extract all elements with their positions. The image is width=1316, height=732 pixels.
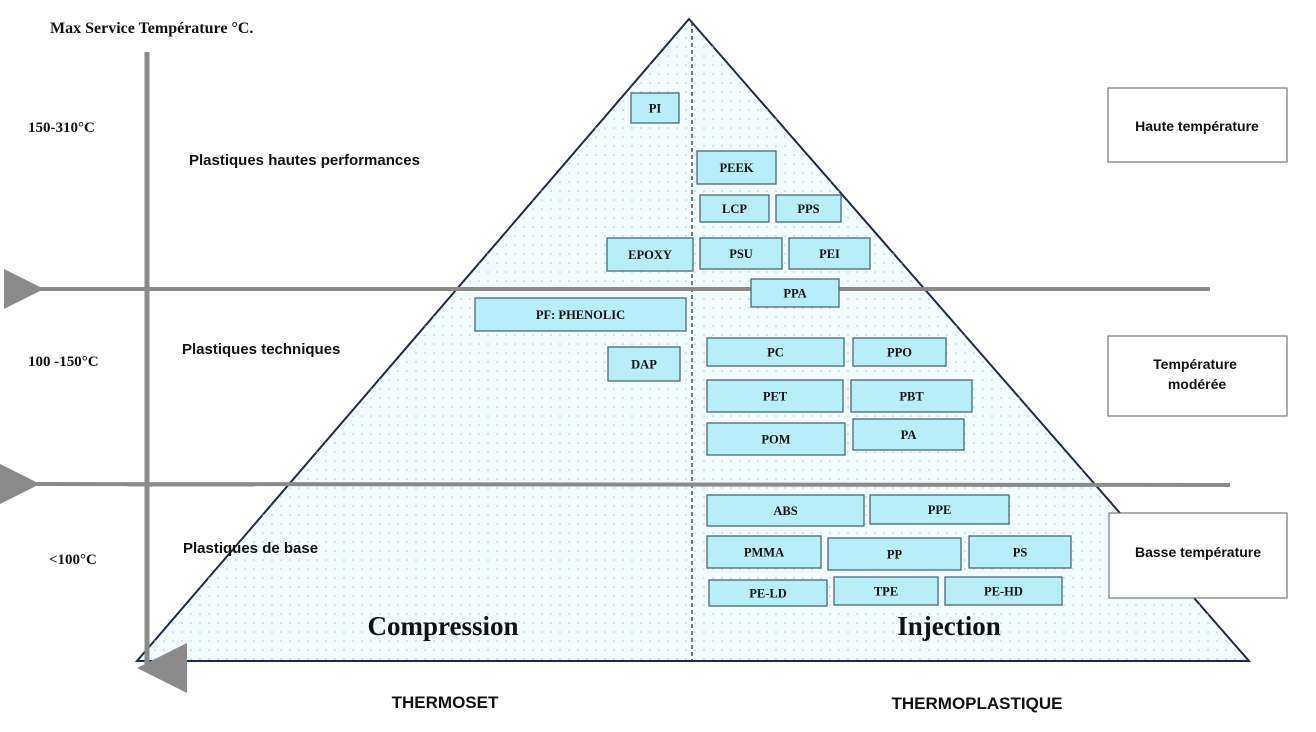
material-box-rect — [706, 379, 844, 413]
material-box-rect — [775, 194, 842, 223]
material-box-psu: PSU — [699, 237, 783, 270]
material-box-rect — [827, 537, 962, 571]
material-box-pe-ld: PE-LD — [708, 579, 828, 607]
material-box-abs: ABS — [706, 494, 865, 527]
zone-moderate-line2: modérée — [1168, 376, 1227, 392]
category-technical: Plastiques techniques — [182, 341, 340, 358]
material-box-pbt: PBT — [850, 379, 973, 413]
material-box-rect — [699, 237, 783, 270]
material-box-rect — [706, 494, 865, 527]
zone-low-label: Basse température — [1135, 544, 1261, 560]
zone-moderate-line1: Température — [1153, 356, 1237, 372]
category-base: Plastiques de base — [183, 540, 318, 557]
material-box-pf-phenolic: PF: PHENOLIC — [474, 297, 687, 332]
material-box-rect — [944, 576, 1063, 606]
material-box-rect — [750, 278, 840, 308]
material-box-ppa: PPA — [750, 278, 840, 308]
material-box-rect — [852, 418, 965, 451]
material-label: ABS — [773, 504, 797, 518]
material-label: PEI — [819, 247, 840, 261]
material-box-rect — [833, 576, 939, 606]
material-box-rect — [696, 150, 777, 185]
material-box-epoxy: EPOXY — [606, 237, 694, 272]
material-label: TPE — [874, 585, 898, 599]
temp-level-low: <100°C — [49, 552, 97, 568]
material-box-rect — [607, 346, 681, 382]
separator-moderate-low — [0, 463, 1231, 504]
material-box-pmma: PMMA — [706, 535, 822, 569]
zone-moderate: Température modérée — [1107, 335, 1288, 417]
material-box-pc: PC — [706, 337, 845, 367]
material-box-rect — [699, 194, 770, 223]
zone-high-label: Haute température — [1135, 118, 1259, 134]
material-box-tpe: TPE — [833, 576, 939, 606]
material-box-peek: PEEK — [696, 150, 777, 185]
material-label: EPOXY — [628, 248, 672, 262]
material-label: PI — [649, 102, 662, 116]
material-label: PC — [767, 346, 784, 360]
material-box-rect — [706, 337, 845, 367]
family-thermoplastic: THERMOPLASTIQUE — [892, 694, 1063, 713]
material-box-rect — [606, 237, 694, 272]
material-box-pet: PET — [706, 379, 844, 413]
material-box-ps: PS — [968, 535, 1072, 569]
material-box-rect — [474, 297, 687, 332]
material-label: PPS — [797, 202, 819, 216]
material-label: PPO — [887, 346, 912, 360]
temp-level-moderate: 100 -150°C — [28, 354, 99, 370]
material-label: DAP — [631, 358, 657, 372]
material-box-rect — [630, 92, 680, 124]
material-box-pp: PP — [827, 537, 962, 571]
material-box-rect — [708, 579, 828, 607]
material-label: PA — [901, 428, 917, 442]
material-label: LCP — [722, 202, 747, 216]
material-box-pi: PI — [630, 92, 680, 124]
zone-moderate-label: Température modérée — [1153, 356, 1241, 392]
material-label: PF: PHENOLIC — [536, 308, 625, 322]
material-label: PMMA — [744, 546, 784, 560]
material-box-pa: PA — [852, 418, 965, 451]
material-box-pe-hd: PE-HD — [944, 576, 1063, 606]
material-box-rect — [706, 535, 822, 569]
material-box-rect — [788, 237, 871, 270]
material-box-pps: PPS — [775, 194, 842, 223]
material-box-rect — [968, 535, 1072, 569]
material-box-lcp: LCP — [699, 194, 770, 223]
material-box-dap: DAP — [607, 346, 681, 382]
material-label: POM — [761, 433, 790, 447]
material-label: PE-HD — [984, 585, 1023, 599]
material-box-ppo: PPO — [852, 337, 947, 367]
material-box-rect — [852, 337, 947, 367]
material-box-pei: PEI — [788, 237, 871, 270]
process-compression: Compression — [367, 611, 518, 641]
material-box-rect — [706, 422, 846, 456]
pyramid-dot-texture — [137, 19, 1249, 661]
category-high-performance: Plastiques hautes performances — [189, 152, 420, 169]
material-label: PBT — [899, 390, 924, 404]
material-label: PS — [1013, 546, 1028, 560]
process-injection: Injection — [897, 611, 1001, 641]
temp-level-high: 150-310°C — [28, 120, 95, 136]
material-box-rect — [850, 379, 973, 413]
material-label: PEEK — [719, 161, 753, 175]
zone-high: Haute température — [1107, 87, 1288, 163]
material-label: PET — [763, 390, 788, 404]
material-box-pom: POM — [706, 422, 846, 456]
material-label: PSU — [729, 247, 753, 261]
material-label: PPA — [783, 287, 806, 301]
material-label: PP — [887, 548, 903, 562]
material-label: PPE — [928, 503, 952, 517]
material-box-rect — [869, 494, 1010, 525]
materials-layer: PI EPOXY PF: PHENOLIC DAP PEEK LCP PPS PSU PEI PP… — [474, 92, 1072, 607]
family-thermoset: THERMOSET — [392, 693, 499, 712]
zone-low: Basse température — [1108, 512, 1288, 599]
material-box-ppe: PPE — [869, 494, 1010, 525]
material-label: PE-LD — [749, 587, 787, 601]
axis-title: Max Service Température °C. — [50, 20, 253, 37]
